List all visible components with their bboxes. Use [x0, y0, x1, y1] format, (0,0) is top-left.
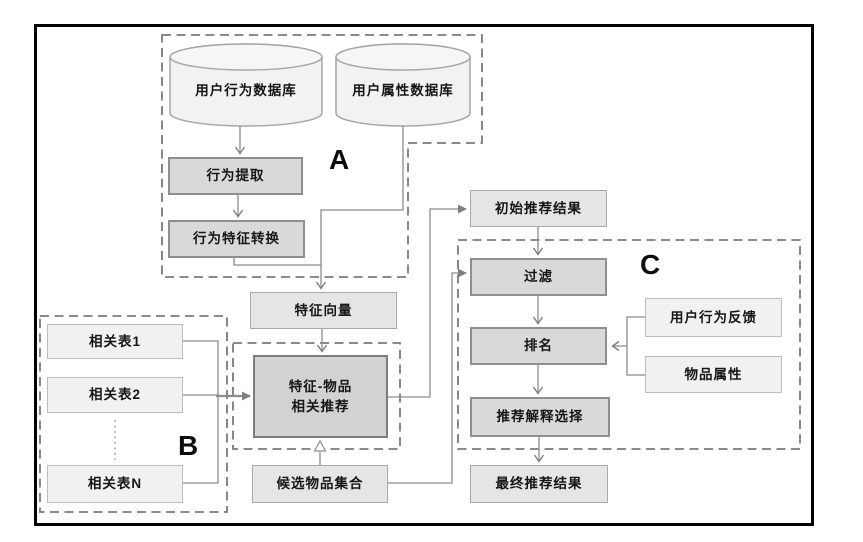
node-explanation-select: 推荐解释选择 — [470, 397, 610, 437]
node-initial-results: 初始推荐结果 — [470, 190, 607, 227]
database-cylinder-attribute-icon — [335, 43, 471, 127]
edge-reltable1-collector — [183, 340, 219, 483]
node-behavior-feature-transform: 行为特征转换 — [168, 220, 305, 258]
node-item-attributes: 物品属性 — [645, 356, 782, 393]
edge-featureitem-initial — [388, 204, 467, 398]
node-rel-table-n: 相关表N — [47, 465, 183, 503]
node-ranking: 排名 — [470, 327, 607, 365]
region-a-outline — [161, 34, 483, 278]
region-b-outline — [39, 315, 228, 513]
region-a-label: A — [329, 144, 350, 175]
node-rel-table-1: 相关表1 — [47, 324, 183, 359]
region-c-label: C — [640, 249, 661, 280]
node-user-attribute-db: 用户属性数据库 — [352, 83, 454, 98]
node-filter: 过滤 — [470, 258, 607, 296]
node-behavior-extract: 行为提取 — [168, 157, 303, 195]
region-b-label: B — [178, 430, 199, 461]
node-user-behavior-feedback: 用户行为反馈 — [645, 298, 782, 337]
edge-transform-merge — [233, 258, 321, 266]
edge-db2-featurevector — [315, 126, 404, 290]
node-candidate-item-set: 候选物品集合 — [252, 465, 388, 503]
edge-candidate-filter — [388, 268, 467, 484]
database-cylinder-behavior-icon — [169, 43, 323, 127]
open-arrowhead-candidate — [313, 439, 327, 452]
node-feature-vector: 特征向量 — [250, 292, 397, 329]
node-rel-table-2: 相关表2 — [47, 377, 183, 413]
node-final-results: 最终推荐结果 — [470, 465, 608, 503]
node-user-behavior-db: 用户行为数据库 — [195, 83, 297, 98]
node-feature-item-recommend: 特征-物品 相关推荐 — [253, 355, 388, 438]
edge-feedback-bracket — [626, 316, 645, 376]
